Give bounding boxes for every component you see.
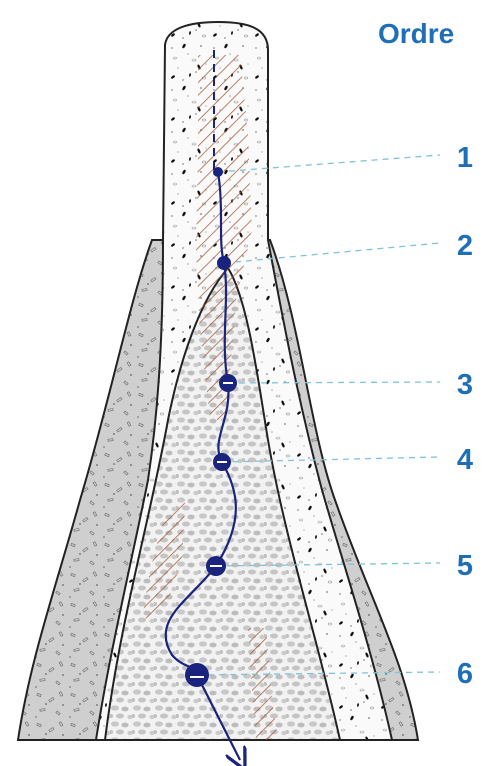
label-1: 1: [450, 142, 480, 175]
node-6: [185, 663, 209, 687]
label-3: 3: [450, 369, 480, 402]
label-6: 6: [450, 658, 480, 691]
label-4: 4: [450, 444, 480, 477]
label-2: 2: [450, 230, 480, 263]
node-2: [217, 256, 231, 270]
node-1: [213, 167, 223, 177]
ordre-title: Ordre: [378, 18, 454, 50]
label-5: 5: [450, 550, 480, 583]
